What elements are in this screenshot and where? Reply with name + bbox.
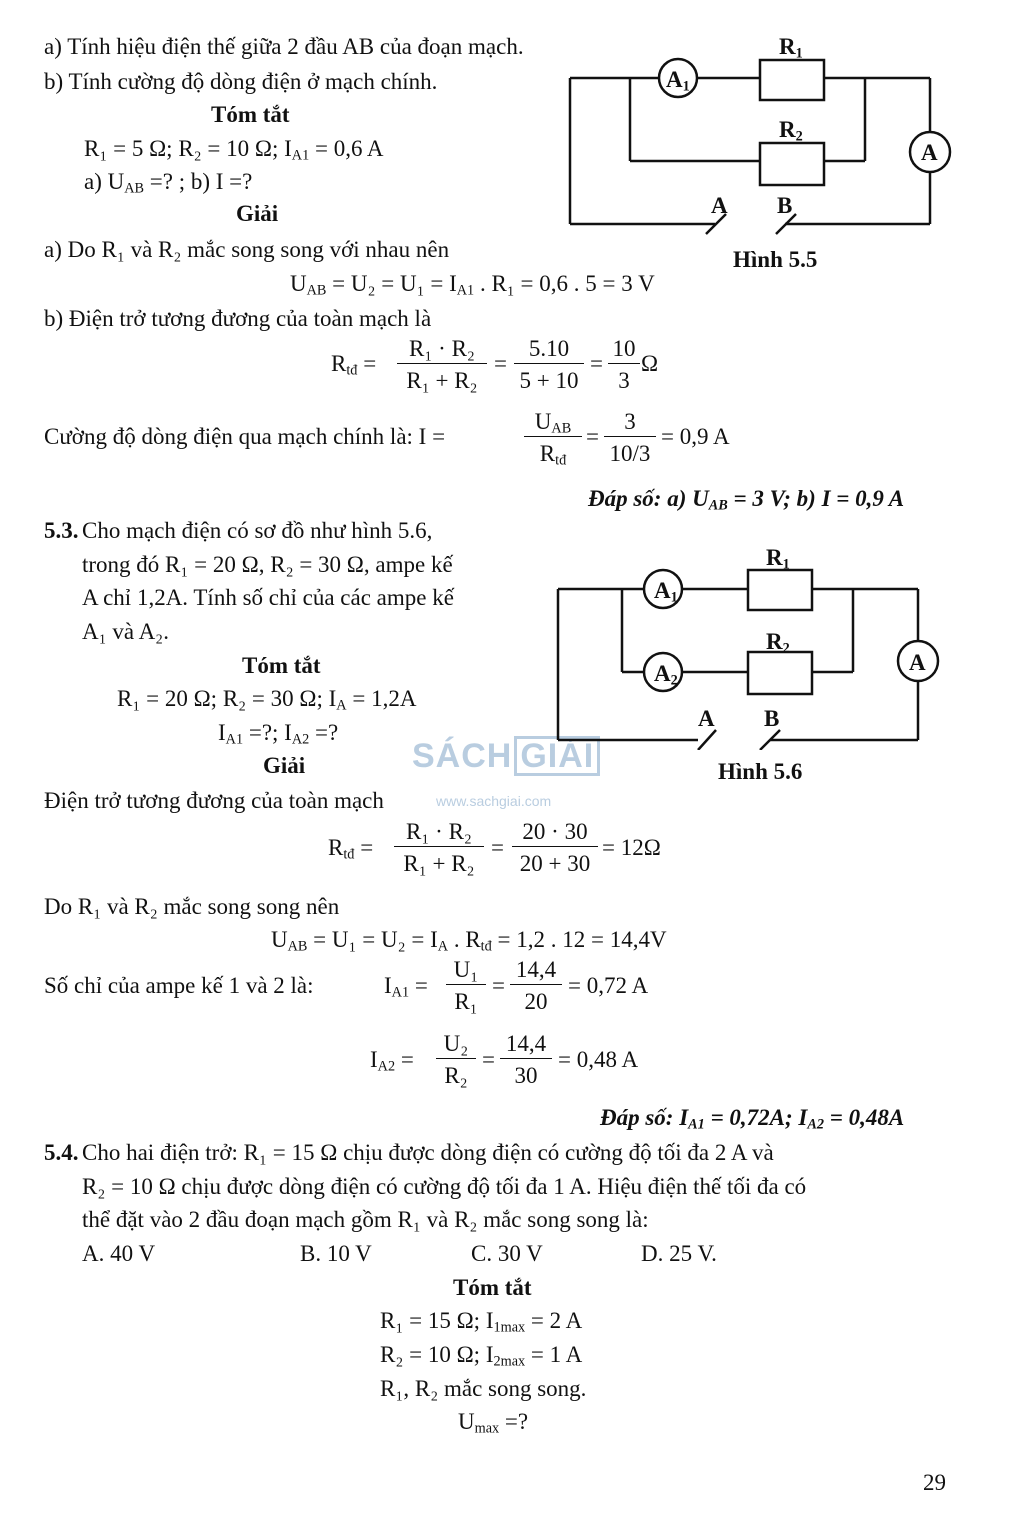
solution-a-text: a) Do R₁ và R₂ mắc song song với nhau nê… (44, 237, 450, 262)
solution-b-text: b) Điện trở tương đương của toàn mạch là (44, 306, 432, 331)
problem-5-3-line2: trong đó R₁ = 20 Ω, R₂ = 30 Ω, ampe kế (82, 552, 453, 577)
option-b: B. 10 V (300, 1241, 372, 1266)
problem-5-3-line1: Cho mạch điện có sơ đồ như hình 5.6, (82, 518, 433, 543)
ammeter-a1-label: A1 (666, 67, 690, 95)
find-values: IA1 =?; IA2 =? (218, 720, 339, 748)
ia2-result: = 0,48 A (558, 1047, 639, 1072)
problem-5-4-line3: thể đặt vào 2 đầu đoạn mạch gồm R₁ và R₂… (82, 1207, 649, 1232)
problem-5-3-line4: A₁ và A₂. (82, 619, 169, 644)
page-number: 29 (923, 1470, 946, 1495)
label-r2: R2 (766, 629, 790, 657)
question-a: a) Tính hiệu điện thế giữa 2 đầu AB của … (44, 34, 524, 59)
equals-sign: = (482, 1047, 495, 1072)
solution-text-2: Do R₁ và R₂ mắc song song nên (44, 894, 340, 919)
rtd-result: = 12Ω (602, 835, 661, 860)
ia1-result: = 0,72 A (568, 973, 649, 998)
circuit-diagram-5-6 (556, 568, 940, 750)
figure-caption-5-6: Hình 5.6 (718, 759, 803, 784)
label-r1: R1 (779, 34, 803, 62)
label-r1: R1 (766, 545, 790, 573)
given-values: R₁ = 5 Ω; R₂ = 10 Ω; IA1 = 0,6 A (84, 136, 384, 164)
equals-sign: = (491, 835, 504, 860)
summary-title: Tóm tắt (211, 102, 290, 127)
solution-title: Giải (236, 201, 279, 226)
equals-sign: = (494, 351, 507, 376)
solution-text-3: Số chỉ của ampe kế 1 và 2 là: (44, 973, 314, 998)
current-result: = 0,9 A (661, 424, 730, 449)
terminal-b-label: B (777, 193, 793, 218)
circuit-diagram-5-5 (568, 57, 952, 235)
solution-text-1: Điện trở tương đương của toàn mạch (44, 788, 384, 813)
ohm-unit: Ω (641, 351, 659, 376)
equals-sign: = (590, 351, 603, 376)
ammeter-a-label: A (921, 140, 938, 165)
find-values: Umax =? (458, 1409, 529, 1437)
given-line-1: R₁ = 15 Ω; I1max = 2 A (380, 1308, 583, 1336)
summary-title: Tóm tắt (242, 653, 321, 678)
problem-5-3-line3: A chỉ 1,2A. Tính số chỉ của các ampe kế (82, 585, 454, 610)
answer-5-3: Đáp số: IA1 = 0,72A; IA2 = 0,48A (600, 1105, 905, 1133)
given-line-3: R₁, R₂ mắc song song. (380, 1376, 587, 1401)
label-r2: R2 (779, 117, 803, 145)
option-d: D. 25 V. (641, 1241, 717, 1266)
ammeter-a1-label: A1 (654, 578, 678, 606)
given-values: R₁ = 20 Ω; R₂ = 30 Ω; IA = 1,2A (117, 686, 417, 714)
rtd-lhs: Rtđ = (328, 835, 374, 863)
terminal-b-label: B (764, 706, 780, 731)
summary-title: Tóm tắt (453, 1275, 532, 1300)
given-line-2: R₂ = 10 Ω; I2max = 1 A (380, 1342, 583, 1370)
problem-5-4-line1: Cho hai điện trở: R₁ = 15 Ω chịu được dò… (82, 1140, 774, 1165)
ammeter-a-label: A (909, 650, 926, 675)
figure-caption-5-5: Hình 5.5 (733, 247, 818, 272)
solution-title: Giải (263, 753, 306, 778)
rtd-lhs: Rtđ = (331, 351, 377, 379)
terminal-a-label: A (698, 706, 715, 731)
current-text: Cường độ dòng điện qua mạch chính là: I … (44, 424, 446, 449)
problem-number-5-3: 5.3. (44, 518, 79, 543)
problem-number-5-4: 5.4. (44, 1140, 79, 1165)
equals-sign: = (492, 973, 505, 998)
u-equation: UAB = U₁ = U₂ = IA . Rtđ = 1,2 . 12 = 14… (271, 927, 667, 955)
answer-5-2: Đáp số: a) UAB = 3 V; b) I = 0,9 A (588, 486, 905, 514)
watermark-url: www.sachgiai.com (436, 793, 552, 809)
find-values: a) UAB =? ; b) I =? (84, 169, 253, 197)
terminal-a-label: A (711, 193, 728, 218)
ia2-lhs: IA2 = (370, 1047, 414, 1075)
option-c: C. 30 V (471, 1241, 543, 1266)
question-b: b) Tính cường độ dòng điện ở mạch chính. (44, 69, 438, 94)
uab-equation: UAB = U₂ = U₁ = IA1 . R₁ = 0,6 . 5 = 3 V (290, 271, 655, 299)
problem-5-4-line2: R₂ = 10 Ω chịu được dòng điện có cường đ… (82, 1174, 807, 1199)
ia1-lhs: IA1 = (384, 973, 428, 1001)
equals-sign: = (586, 424, 599, 449)
ammeter-a2-label: A2 (654, 661, 678, 689)
option-a: A. 40 V (82, 1241, 156, 1266)
